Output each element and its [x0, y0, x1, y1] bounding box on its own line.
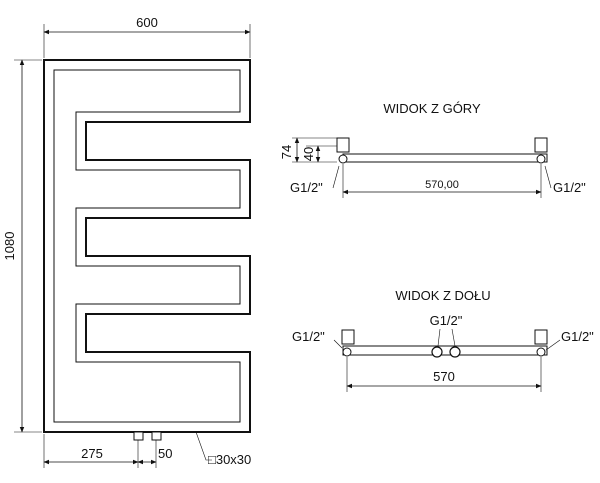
- height-label: 1080: [2, 232, 17, 261]
- profile-label: □30x30: [208, 452, 251, 467]
- bottom-connection-right: [151, 431, 162, 441]
- radiator-inner-outline: [53, 69, 241, 423]
- spacing-label: 50: [158, 446, 172, 461]
- bottom-view-center-connection-right: [449, 346, 461, 358]
- bottom-view-rail: [342, 345, 548, 356]
- top-view-left-connector-cap: [338, 154, 348, 164]
- bottom-view-right-connector-cap: [536, 347, 546, 357]
- top-view-rail: [342, 153, 548, 163]
- bottom-view-title: WIDOK Z DOŁU: [395, 288, 490, 303]
- top-view-title: WIDOK Z GÓRY: [383, 101, 481, 116]
- bottom-view-left-connector-cap: [342, 347, 352, 357]
- offset-label: 275: [81, 446, 103, 461]
- profile-leader-line: [195, 431, 212, 461]
- top-view-span-label: 570,00: [425, 179, 459, 191]
- bottom-view-center-conn-label: G1/2": [430, 313, 463, 328]
- bottom-connection-left: [133, 431, 144, 441]
- depth-inner-label: 40: [301, 147, 316, 161]
- top-view: WIDOK Z GÓRY 74 40 570,00 G1/2" G1/2": [279, 101, 586, 198]
- top-view-left-conn-label: G1/2": [290, 180, 323, 195]
- front-view: 600 1080 275 50 □30x30: [2, 15, 251, 468]
- bottom-view-right-connector: [534, 329, 548, 345]
- bottom-view-left-conn-label: G1/2": [292, 329, 325, 344]
- bottom-view: WIDOK Z DOŁU G1/2" G1/2" G1/2" 570: [292, 288, 594, 392]
- top-view-right-connector: [534, 137, 548, 153]
- top-view-left-connector: [336, 137, 350, 153]
- depth-outer-label: 74: [279, 145, 294, 159]
- top-view-right-conn-label: G1/2": [553, 180, 586, 195]
- bottom-view-span-label: 570: [433, 369, 455, 384]
- bottom-view-center-connection-left: [431, 346, 443, 358]
- bottom-view-left-connector: [341, 329, 355, 345]
- bottom-view-right-conn-label: G1/2": [561, 329, 594, 344]
- top-view-right-connector-cap: [536, 154, 546, 164]
- width-label: 600: [136, 15, 158, 30]
- radiator-outer-outline: [43, 59, 251, 433]
